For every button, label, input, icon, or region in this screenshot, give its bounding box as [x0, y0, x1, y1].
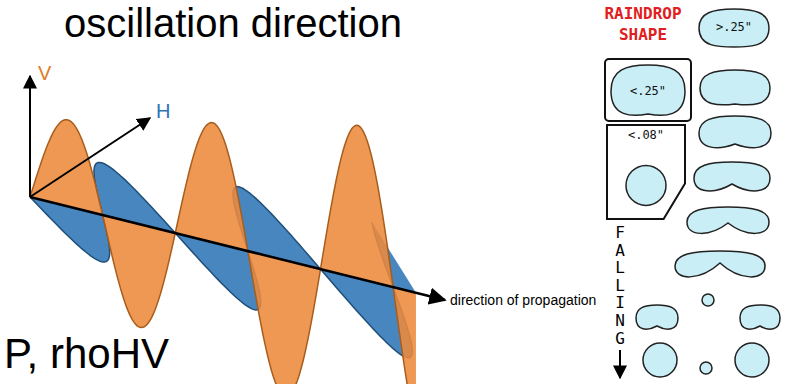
- droplet: [700, 362, 712, 374]
- raindrop: [699, 9, 769, 47]
- raindrop: [611, 65, 685, 115]
- droplet: [735, 343, 769, 377]
- size-label: >.25": [716, 21, 752, 34]
- h-axis: [30, 118, 150, 197]
- raindrop: [700, 70, 770, 105]
- slide-title: oscillation direction: [64, 0, 402, 46]
- axis-label: H: [156, 100, 170, 123]
- raindrop: [636, 305, 678, 329]
- falling-arrow: [619, 350, 621, 378]
- v-axis: [29, 76, 31, 197]
- raindrop: [694, 162, 770, 191]
- raindrop: [740, 305, 780, 329]
- raindrop: [626, 165, 666, 205]
- slide-text: P, rhoHV: [4, 330, 169, 378]
- wave-axes: [30, 76, 445, 300]
- raindrop: [675, 251, 765, 277]
- droplet: [702, 294, 714, 306]
- propagation-axis: [30, 197, 445, 300]
- raindrop-shape: >.25": [697, 6, 771, 50]
- droplet: [643, 343, 677, 377]
- size-label: <.25": [630, 85, 666, 98]
- raindrop: [699, 116, 771, 148]
- panel-title: RAINDROP SHAPE: [600, 4, 686, 46]
- box-outline: [607, 125, 685, 219]
- axis-label: V: [38, 62, 51, 85]
- axis-caption: direction of propagation: [450, 292, 596, 308]
- vertical-label: FALLING: [612, 224, 628, 347]
- raindrop: [687, 207, 769, 233]
- size-box: <.25": [604, 58, 692, 122]
- box-outline: [605, 59, 691, 121]
- size-box: <.08": [606, 124, 686, 220]
- size-label: <.08": [628, 129, 664, 142]
